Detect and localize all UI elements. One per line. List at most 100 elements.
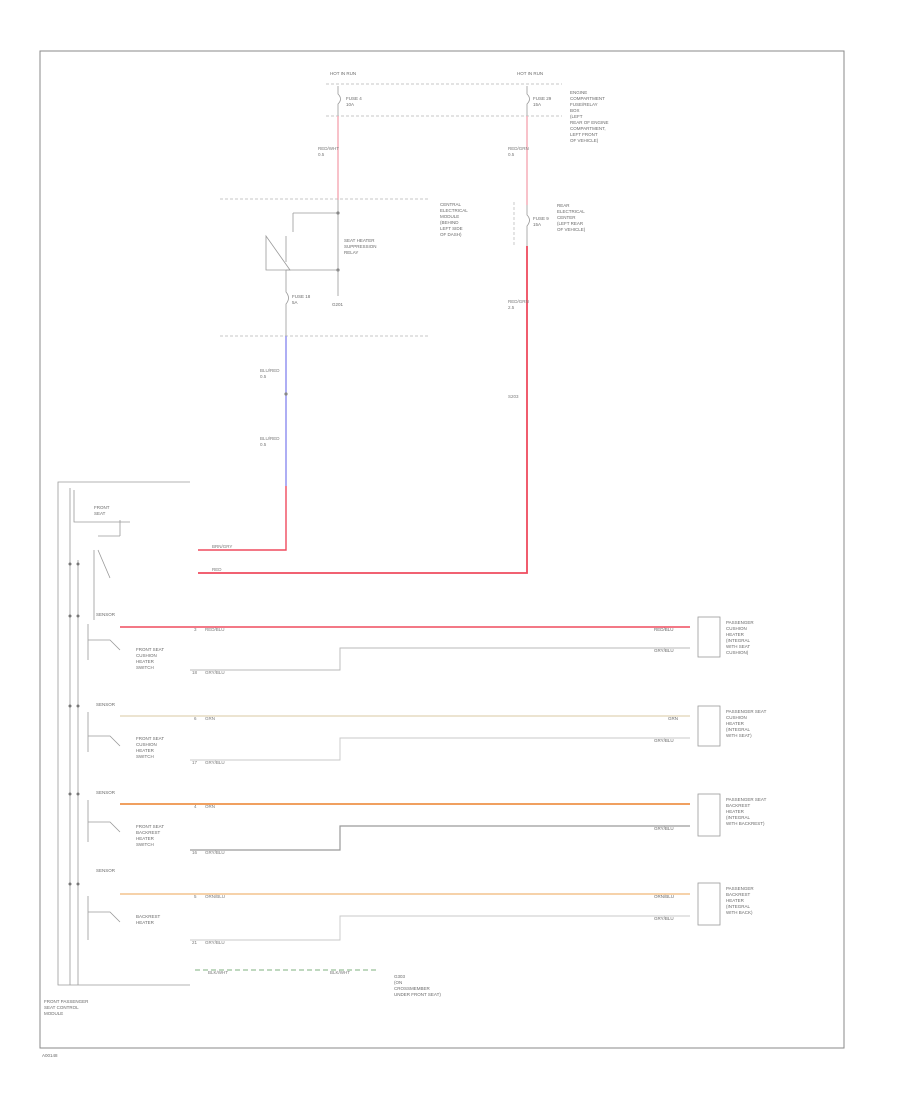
fusebox-label-line: ENGINE: [570, 90, 587, 95]
wire-blue-connector: [284, 392, 288, 396]
relay-ground-id: G201: [332, 302, 344, 307]
heater-3-label-line: BACKREST: [726, 803, 751, 808]
diagram-frame: [39, 50, 845, 1049]
fuse-right-header: HOT IN RUN: [517, 71, 543, 76]
fusebox-label-line: BOX: [570, 108, 580, 113]
switch-label-line: HEATER: [136, 836, 155, 841]
fusebox-label-line: REAR OF ENGINE: [570, 120, 609, 125]
wire-out-3-ret-label: GRY/BLU: [205, 850, 225, 855]
central-module-label-line: OF DASH): [440, 232, 462, 237]
switch-label-line: HEATER: [136, 659, 155, 664]
fusebox-label-line: LEFT FRONT: [570, 132, 598, 137]
fusebox-label-line: COMPARTMENT,: [570, 126, 606, 131]
ground-label-line: (ON: [394, 980, 402, 985]
switch-label-line: FRONT SEAT: [136, 647, 164, 652]
central-module-label-line: CENTRAL: [440, 202, 462, 207]
relay-label-line: SEAT HEATER: [344, 238, 375, 243]
wire-out-3-ret-pin: 16: [192, 850, 198, 855]
switch-label-line: FRONT SEAT: [136, 824, 164, 829]
fuse-right: HOT IN RUN FUSE 29 15A: [517, 71, 552, 116]
wire-out-3-pin: 4: [194, 804, 197, 809]
wire-left-feed-color: RED/WHT: [318, 146, 339, 151]
wire-brn-gry: [198, 486, 287, 551]
ground-label-line: UNDER FRONT SEAT): [394, 992, 441, 997]
switch-sensor-label: SENSOR: [96, 868, 116, 873]
rear-center-label-line: REAR: [557, 203, 570, 208]
rear-center-label-line: ELECTRICAL: [557, 209, 585, 214]
heater-3-label-line: HEATER: [726, 809, 745, 814]
relay-label-line: RELAY: [344, 250, 358, 255]
fuse-left-symbol: [337, 86, 341, 116]
switch-label-line: FRONT SEAT: [136, 736, 164, 741]
wire-blue-lower-size: 0.5: [260, 442, 267, 447]
fuse-9-amps: 15A: [533, 222, 541, 227]
central-module-label-line: (BEHIND: [440, 220, 459, 225]
heater-1-wire-bot: GRY/BLU: [654, 648, 674, 653]
switch-label-line: SWITCH: [136, 665, 154, 670]
module-header-label: FRONT: [94, 505, 110, 510]
wire-brn-gry-label: BRN/GRY: [212, 544, 232, 549]
heater-target-3: GRY/BLU PASSENGER SEAT BACKREST HEATER (…: [654, 793, 767, 837]
wire-out-2-pin: 6: [194, 716, 197, 721]
fusebox-label-line: OF VEHICLE): [570, 138, 599, 143]
heater-3-label-line: PASSENGER SEAT: [726, 797, 767, 802]
rear-center-label-line: (LEFT REAR: [557, 221, 584, 226]
wire-out-1-ret: [190, 647, 690, 671]
fuse-left-header: HOT IN RUN: [330, 71, 356, 76]
heater-2-label-line: CUSHION: [726, 715, 747, 720]
heater-2-wire-bot: GRY/BLU: [654, 738, 674, 743]
switch-group-4: SENSOR BACKREST HEATER: [87, 868, 161, 940]
wire-out-1-ret-label: GRY/BLU: [205, 670, 225, 675]
wire-blue-upper-color: BLU/RED: [260, 368, 280, 373]
module-terminals: [68, 562, 80, 886]
wire-left-feed-size: 0.5: [318, 152, 325, 157]
wire-right-feed-color: RED/GRN: [508, 146, 529, 151]
fuse-9-name: FUSE 9: [533, 216, 549, 221]
relay-label-line: SUPPRESSION: [344, 244, 377, 249]
fuse-18-name: FUSE 18: [292, 294, 311, 299]
heater-3-label-line: (INTEGRAL: [726, 815, 751, 820]
heater-1-label-line: CUSHION): [726, 650, 749, 655]
module-header-label: SEAT: [94, 511, 106, 516]
central-module-label-line: ELECTRICAL: [440, 208, 468, 213]
fusebox-label-line: (LEFT: [570, 114, 583, 119]
wire-out-2-hot-label: GRN: [205, 716, 215, 721]
heater-4-wire-bot: GRY/BLU: [654, 916, 674, 921]
central-module-label-line: LEFT SIDE: [440, 226, 463, 231]
wire-ground-label-2: BLK/WHT: [330, 970, 350, 975]
wire-out-4-ret-label: GRY/BLU: [205, 940, 225, 945]
diagram-footer-id: A00148: [42, 1053, 58, 1058]
heater-1-wire-top: RED/BLU: [654, 627, 674, 632]
fusebox-label-line: COMPARTMENT: [570, 96, 605, 101]
switch-sensor-label: SENSOR: [96, 612, 116, 617]
heater-4-wire-top: ORN/BLU: [654, 894, 674, 899]
fuse-left-name: FUSE 4: [346, 96, 362, 101]
wire-out-4-ret: [190, 915, 690, 941]
module-name-line: FRONT PASSENGER: [44, 999, 89, 1004]
heater-4-label-line: BACKREST: [726, 892, 751, 897]
module-name-line: MODULE: [44, 1011, 63, 1016]
switch-label-line: CUSHION: [136, 653, 157, 658]
switch-label-line: SWITCH: [136, 842, 154, 847]
heater-1-label-line: CUSHION: [726, 626, 747, 631]
heater-3-label-line: WITH BACKREST): [726, 821, 765, 826]
rear-electrical-center: FUSE 9 15A REAR ELECTRICAL CENTER (LEFT …: [513, 202, 586, 246]
wire-out-4-hot-label: ORN/BLU: [205, 894, 225, 899]
switch-sensor-label: SENSOR: [96, 790, 116, 795]
wire-ground-label: BLK/WHT: [208, 970, 228, 975]
fuse-left-amps: 10A: [346, 102, 354, 107]
central-module-label: CENTRAL ELECTRICAL MODULE (BEHIND LEFT S…: [440, 202, 468, 237]
heater-4-label-line: PASSENGER: [726, 886, 754, 891]
wire-out-4-ret-pin: 21: [192, 940, 198, 945]
fusebox-label-line: FUSE/RELAY: [570, 102, 598, 107]
fuse-18-amps: 5A: [292, 300, 298, 305]
switch-label-line: BACKREST: [136, 830, 161, 835]
heater-3-wire-bot: GRY/BLU: [654, 826, 674, 831]
wire-out-3-hot-label: ORN: [205, 804, 215, 809]
heater-2-wire-top: GRN: [668, 716, 678, 721]
heater-4-label-line: WITH BACK): [726, 910, 753, 915]
heater-1-label-line: HEATER: [726, 632, 745, 637]
ground-label-line: CROSSMEMBER: [394, 986, 431, 991]
switch-sensor-label: SENSOR: [96, 702, 116, 707]
switch-label-line: HEATER: [136, 748, 155, 753]
